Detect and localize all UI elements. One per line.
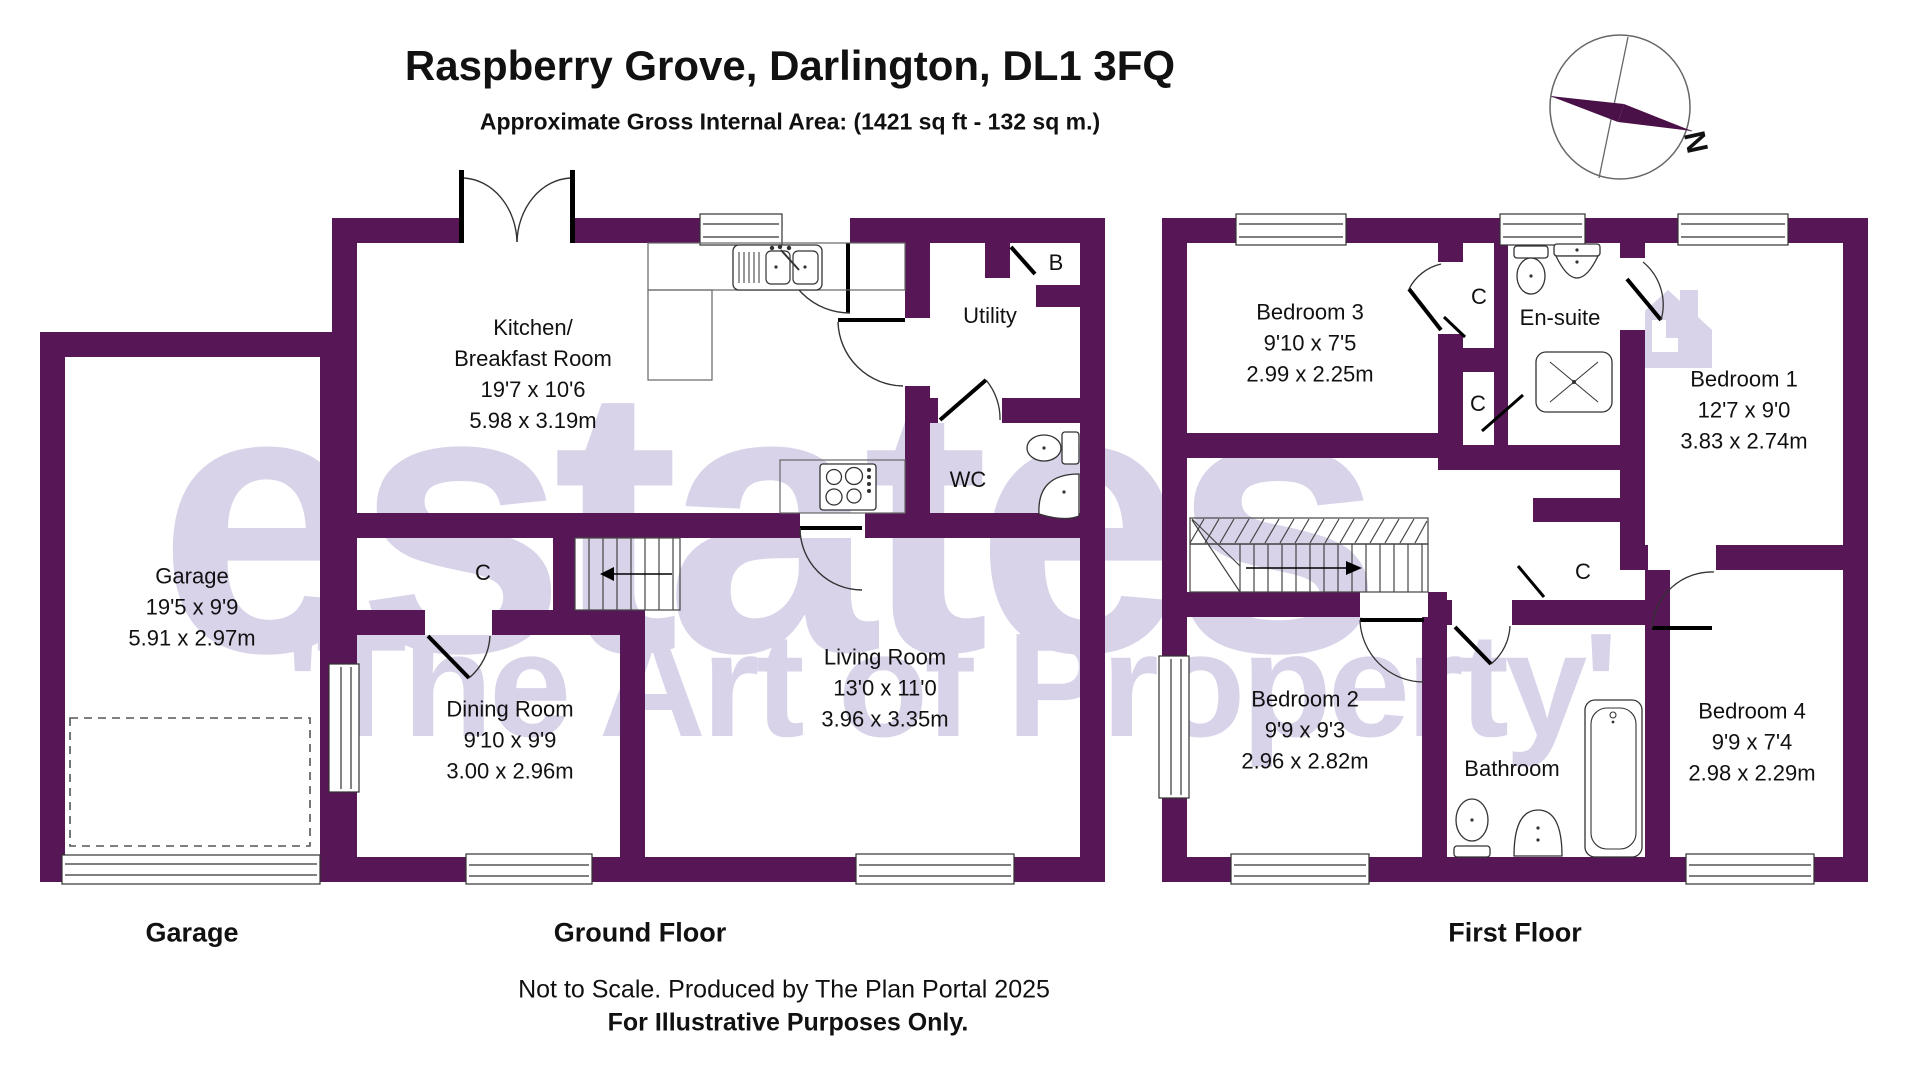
room-metric: 3.83 x 2.74m bbox=[1680, 428, 1808, 454]
room-imperial: 9'10 x 9'9 bbox=[463, 727, 557, 753]
room-label-boiler: B bbox=[1048, 250, 1064, 275]
room-imperial: 12'7 x 9'0 bbox=[1697, 397, 1791, 423]
room-imperial: 19'5 x 9'9 bbox=[145, 594, 239, 620]
room-label-bedroom4: Bedroom 4 9'9 x 7'4 2.98 x 2.29m bbox=[1688, 696, 1815, 789]
room-name: Garage bbox=[155, 563, 229, 589]
room-label-utility: Utility bbox=[963, 303, 1017, 328]
room-label-dining: Dining Room 9'10 x 9'9 3.00 x 2.96m bbox=[446, 694, 573, 787]
shower-icon bbox=[1535, 351, 1613, 413]
room-metric: 3.96 x 3.35m bbox=[821, 706, 949, 732]
room-label-living: Living Room 13'0 x 11'0 3.96 x 3.35m bbox=[821, 642, 948, 735]
compass-icon: N bbox=[1549, 34, 1714, 180]
first-floor-windows bbox=[1158, 213, 1815, 885]
room-label-bedroom1: Bedroom 1 12'7 x 9'0 3.83 x 2.74m bbox=[1680, 364, 1807, 457]
room-label-cupboard-ground: C bbox=[475, 560, 491, 585]
room-label-bathroom: Bathroom bbox=[1464, 756, 1560, 781]
room-label-ensuite: En-suite bbox=[1519, 305, 1601, 330]
room-name: Living Room bbox=[823, 644, 947, 670]
kitchen-sink-icon bbox=[732, 244, 823, 291]
bathtub-icon bbox=[1584, 699, 1643, 858]
room-label-bedroom2: Bedroom 2 9'9 x 9'3 2.96 x 2.82m bbox=[1241, 684, 1368, 777]
floor-label-first: First Floor bbox=[1448, 917, 1582, 948]
room-imperial: 19'7 x 10'6 bbox=[480, 377, 586, 402]
footer-disclaimer: Not to Scale. Produced by The Plan Porta… bbox=[518, 975, 1050, 1004]
room-metric: 3.00 x 2.96m bbox=[446, 758, 574, 784]
room-label-cupboard-b: C bbox=[1470, 391, 1486, 416]
room-label-cupboard-a: C bbox=[1471, 284, 1487, 309]
room-imperial: 9'9 x 7'4 bbox=[1711, 729, 1793, 755]
room-metric: 2.96 x 2.82m bbox=[1241, 748, 1369, 774]
room-label-bedroom3: Bedroom 3 9'10 x 7'5 2.99 x 2.25m bbox=[1246, 297, 1373, 390]
room-metric: 5.98 x 3.19m bbox=[469, 408, 597, 433]
room-metric: 5.91 x 2.97m bbox=[128, 625, 256, 651]
svg-text:N: N bbox=[1677, 128, 1714, 156]
first-floor-stairs bbox=[1189, 517, 1429, 593]
room-label-garage: Garage 19'5 x 9'9 5.91 x 2.97m bbox=[128, 561, 255, 654]
room-imperial: 9'10 x 7'5 bbox=[1263, 330, 1357, 356]
wc-basin-icon bbox=[1038, 473, 1080, 520]
floor-label-ground: Ground Floor bbox=[553, 917, 727, 948]
room-imperial: 13'0 x 11'0 bbox=[833, 675, 937, 701]
page-title: Raspberry Grove, Darlington, DL1 3FQ bbox=[404, 42, 1176, 89]
page-subtitle: Approximate Gross Internal Area: (1421 s… bbox=[479, 108, 1101, 135]
room-name: Bedroom 3 bbox=[1256, 299, 1364, 325]
floor-label-garage: Garage bbox=[145, 917, 239, 948]
ground-floor-openings bbox=[425, 218, 1002, 635]
footer-illustrative-note: For Illustrative Purposes Only. bbox=[607, 1008, 969, 1037]
ground-floor-doors bbox=[426, 170, 1037, 680]
room-label-cupboard-c: C bbox=[1575, 559, 1591, 584]
room-label-wc: WC bbox=[949, 467, 987, 492]
room-name: Bedroom 2 bbox=[1251, 686, 1359, 712]
ensuite-toilet-icon bbox=[1513, 245, 1549, 295]
room-name: Dining Room bbox=[446, 696, 574, 722]
ground-floor-stairs bbox=[574, 537, 681, 611]
hob-icon bbox=[819, 463, 877, 511]
room-name: Bedroom 4 bbox=[1698, 698, 1806, 724]
ground-floor-windows bbox=[328, 213, 1015, 885]
room-name: Bedroom 1 bbox=[1690, 366, 1798, 392]
bathroom-toilet-icon bbox=[1453, 798, 1491, 858]
wc-toilet-icon bbox=[1026, 431, 1080, 465]
room-metric: 2.98 x 2.29m bbox=[1688, 760, 1816, 786]
room-name: Breakfast Room bbox=[454, 346, 612, 371]
bathroom-basin-icon bbox=[1513, 809, 1563, 857]
room-label-kitchen: Kitchen/ Breakfast Room 19'7 x 10'6 5.98… bbox=[454, 312, 612, 436]
ensuite-basin-icon bbox=[1553, 243, 1601, 279]
room-name: Kitchen/ bbox=[493, 315, 573, 340]
room-metric: 2.99 x 2.25m bbox=[1246, 361, 1374, 387]
room-imperial: 9'9 x 9'3 bbox=[1264, 717, 1346, 743]
